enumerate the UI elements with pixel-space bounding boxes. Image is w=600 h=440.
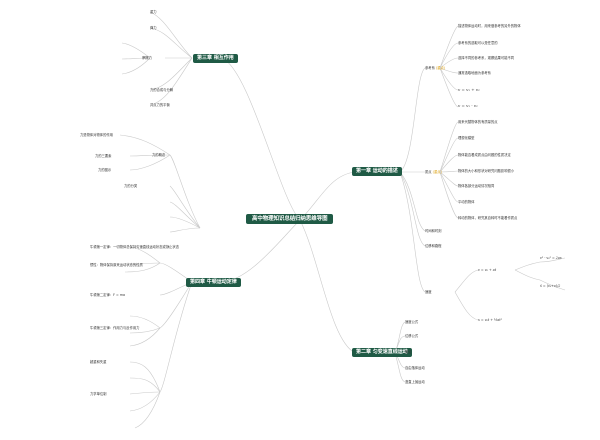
lb-item-5[interactable]: 超重和失重 bbox=[90, 360, 107, 364]
formula-4: x̄ = (v₀+v)/2 bbox=[540, 284, 561, 288]
lt-item-1[interactable]: 重力 bbox=[150, 10, 157, 14]
node-time[interactable]: 时间和时刻 bbox=[425, 229, 442, 233]
lt-item-3[interactable]: 摩擦力 bbox=[142, 56, 152, 60]
rb-item-5[interactable]: 竖直上抛运动 bbox=[405, 380, 425, 384]
force-item-4: 力的分类 bbox=[124, 184, 138, 188]
mind-map-root[interactable]: 高中物理知识总结归纳思维导图 bbox=[246, 214, 334, 224]
rb-item-1[interactable]: 速度公式 bbox=[405, 320, 419, 324]
formula-3: v² - v₀² = 2ax bbox=[540, 256, 562, 260]
lt-item-4[interactable]: 力的合成与分解 bbox=[150, 88, 174, 92]
branch-right-bottom[interactable]: 第二章 匀变速直线运动 bbox=[352, 348, 412, 357]
lt-item-2[interactable]: 弹力 bbox=[150, 26, 157, 30]
formula-2: x = v₀t + ½at² bbox=[478, 318, 502, 322]
lb-item-3[interactable]: 牛顿第二定律：F = ma bbox=[90, 293, 126, 297]
particle-item-4: 物体的大小和形状对研究问题影响很小 bbox=[458, 169, 515, 173]
branch-left-top[interactable]: 第三章 相互作用 bbox=[193, 54, 238, 63]
ref-item-4: 通常选取地面为参考系 bbox=[458, 71, 491, 75]
particle-item-3: 物体能否看成质点由问题的性质决定 bbox=[458, 153, 511, 157]
lb-item-6[interactable]: 力学单位制 bbox=[90, 392, 107, 396]
lt-item-5[interactable]: 共点力的平衡 bbox=[150, 103, 170, 107]
rb-item-4[interactable]: 自由落体运动 bbox=[405, 366, 425, 370]
node-reference-frame[interactable]: 参考系 (重点) bbox=[425, 66, 446, 70]
force-item-1: 力是物体对物体的作用 bbox=[80, 133, 113, 137]
ref-item-1: 描述物体运动时，用来做参考的另外的物体 bbox=[458, 24, 521, 28]
node-velocity[interactable]: 速度 bbox=[425, 290, 432, 294]
branch-right-top[interactable]: 第一章 运动的描述 bbox=[352, 167, 402, 176]
particle-item-5: 物体各部分运动情况相同 bbox=[458, 184, 495, 188]
ref-item-6: v = v₁ - v₂ bbox=[458, 103, 478, 108]
particle-item-1: 用来代替物体的有质量的点 bbox=[458, 120, 498, 124]
force-item-3: 力的图示 bbox=[98, 168, 112, 172]
formula-1: v = v₀ + at bbox=[478, 268, 497, 272]
particle-item-7: 转动的物体，研究其自转时不能看作质点 bbox=[458, 216, 518, 220]
branch-left-bottom[interactable]: 第四章 牛顿运动定律 bbox=[186, 278, 241, 287]
node-displacement[interactable]: 位移和路程 bbox=[425, 244, 442, 248]
rb-item-3[interactable]: 推论 bbox=[405, 350, 412, 354]
node-particle[interactable]: 质点 (重点) bbox=[425, 170, 442, 174]
force-item-2: 力的三要素 bbox=[95, 154, 112, 158]
lb-item-1[interactable]: 牛顿第一定律：一切物体总保持匀速直线运动状态或静止状态 bbox=[90, 245, 180, 249]
ref-item-5: v = v₁ + v₂ bbox=[458, 87, 480, 92]
particle-item-2: 理想化模型 bbox=[458, 136, 475, 140]
ref-item-2: 参考系的选取可以是任意的 bbox=[458, 41, 498, 45]
lb-item-4[interactable]: 牛顿第三定律：作用力与反作用力 bbox=[90, 326, 140, 330]
rb-item-2[interactable]: 位移公式 bbox=[405, 334, 419, 338]
ref-item-3: 选择不同的参考系，观察结果可能不同 bbox=[458, 56, 515, 60]
node-force-concept[interactable]: 力的概念 bbox=[152, 153, 166, 157]
lb-item-2[interactable]: 惯性：物体保持原来运动状态的性质 bbox=[90, 263, 143, 267]
particle-item-6: 平动的物体 bbox=[458, 200, 475, 204]
